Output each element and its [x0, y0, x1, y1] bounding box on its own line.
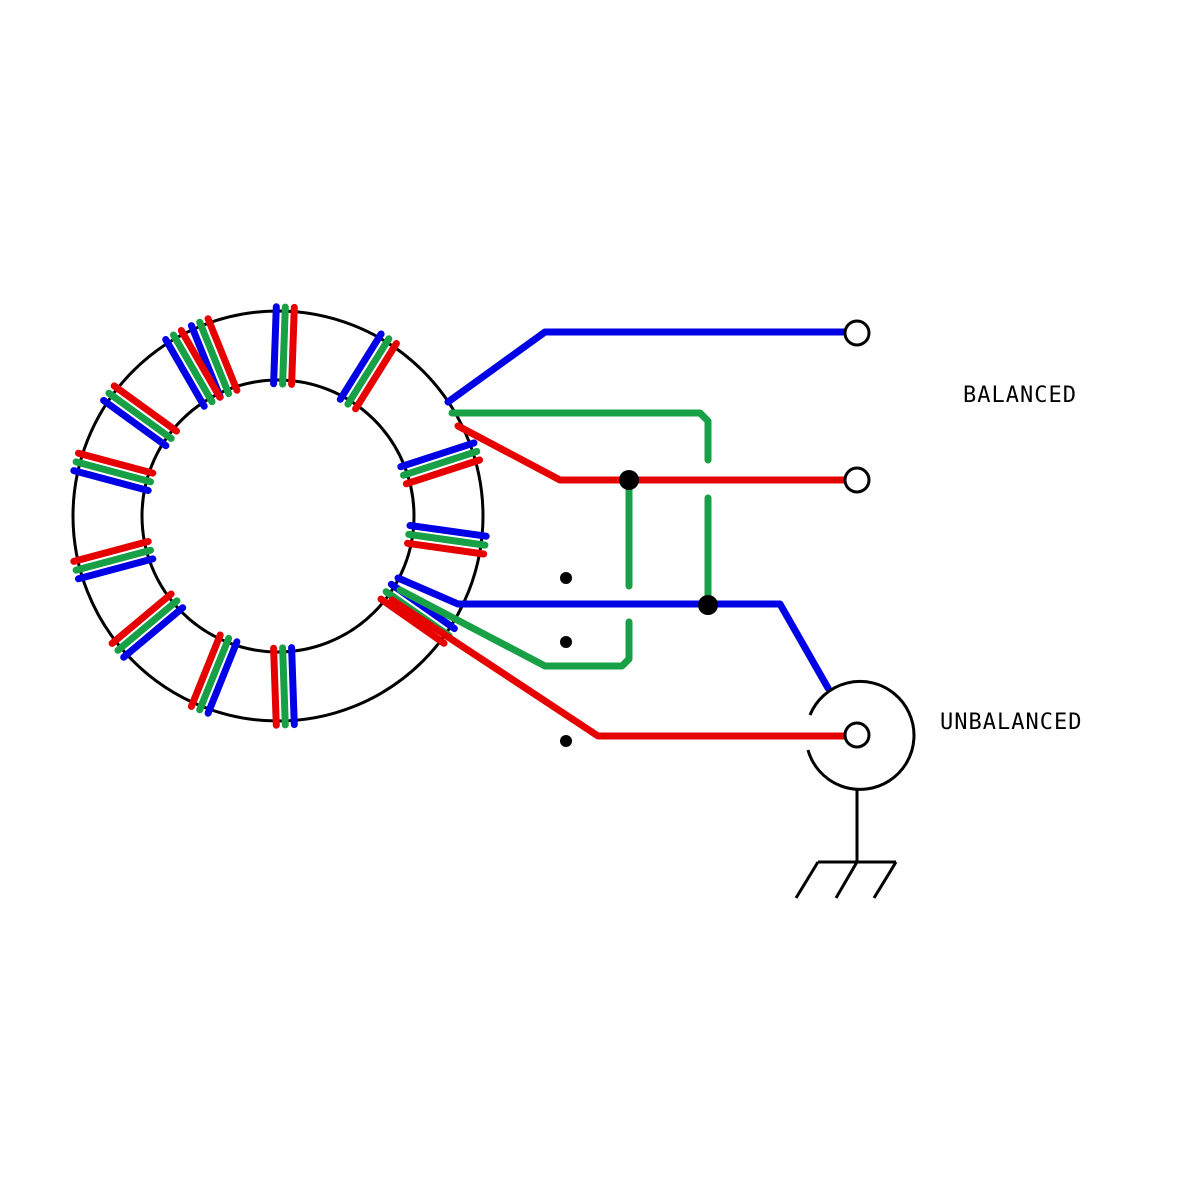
winding-bundle: [404, 522, 490, 558]
winding-bundle: [108, 590, 187, 661]
winding-turn: [270, 303, 280, 388]
winding-bundle: [397, 439, 484, 488]
winding-turn: [204, 315, 241, 394]
winding-turn: [336, 330, 385, 403]
winding-turn: [75, 449, 157, 477]
balanced-label: BALANCED: [963, 383, 1077, 408]
green-wire-return: [396, 586, 633, 670]
wire-group: [388, 328, 859, 740]
winding-turn: [270, 644, 280, 729]
winding-turn: [279, 644, 289, 729]
winding-turn: [70, 467, 152, 494]
winding-turn: [196, 634, 233, 714]
winding-bundle: [70, 538, 157, 583]
winding-turn: [406, 522, 490, 540]
winding-turn: [288, 644, 298, 729]
winding-turn: [187, 631, 224, 710]
winding-turn: [196, 318, 233, 398]
winding-bundle: [336, 330, 400, 413]
winding-turn: [397, 439, 478, 471]
winding-turn: [75, 555, 157, 583]
winding-turn: [162, 336, 208, 410]
winding-turn: [70, 538, 152, 565]
winding-turn: [72, 458, 154, 486]
terminal-icon: [843, 721, 871, 749]
unbalanced-label: UNBALANCED: [940, 710, 1083, 735]
winding-bundle: [70, 449, 157, 494]
winding-bundle: [270, 303, 298, 388]
polarity-dot-icon: [560, 636, 572, 648]
winding-turn: [405, 530, 489, 549]
winding-bundle: [162, 327, 224, 410]
polarity-dot-icon: [560, 735, 572, 747]
winding-turn: [72, 546, 154, 574]
winding-bundle: [270, 644, 298, 729]
red-wire-unbalanced: [388, 596, 852, 740]
junction-dot-icon: [619, 470, 639, 490]
winding-turn: [400, 447, 481, 479]
winding-turn: [105, 389, 175, 442]
winding-turn: [402, 456, 484, 488]
polarity-dot-icon: [560, 572, 572, 584]
winding-turn: [177, 327, 224, 401]
green-wire-upper: [448, 409, 712, 464]
winding-turn: [114, 597, 181, 654]
winding-turn: [352, 340, 400, 413]
terminal-icon: [843, 466, 871, 494]
winding-turn: [344, 335, 393, 408]
ground-icon: [794, 860, 898, 899]
winding-turn: [288, 303, 298, 388]
winding-turn: [120, 604, 187, 661]
winding-bundle: [100, 382, 180, 450]
core-inner-edge: [140, 378, 416, 654]
blue-wire-unbalanced: [394, 574, 832, 692]
winding-turn: [170, 331, 216, 406]
winding-turn: [404, 539, 488, 558]
junction-dot-icon: [698, 595, 718, 615]
toroid-core-icon: [71, 309, 485, 723]
red-wire-balanced: [454, 422, 859, 484]
winding-turn: [204, 638, 241, 717]
winding-turn: [110, 382, 180, 435]
winding-turn: [279, 303, 289, 388]
coax-connector-icon: [806, 679, 916, 862]
winding-bundle: [187, 631, 241, 717]
winding-turn: [100, 396, 170, 450]
blue-wire-balanced: [444, 328, 859, 406]
winding-turn: [108, 590, 175, 647]
winding-turn: [377, 595, 448, 647]
core-outer-edge: [71, 309, 485, 723]
terminal-icon: [843, 319, 871, 347]
coax-shield: [806, 679, 916, 791]
